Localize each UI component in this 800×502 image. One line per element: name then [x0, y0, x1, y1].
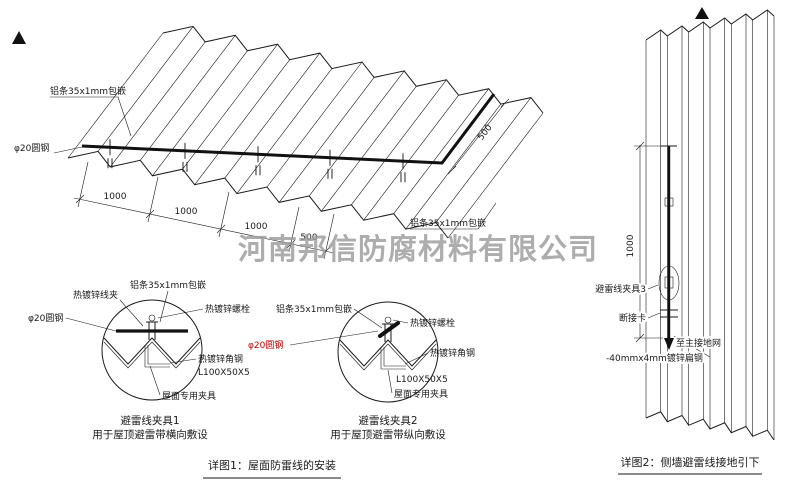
detail-1-title: 避雷线夹具1: [120, 414, 179, 427]
detail-1-circle: [101, 299, 203, 401]
detail-2-subtitle: 用于屋顶避雷带纵向敷设: [330, 428, 446, 441]
detail-2-title: 避雷线夹具2: [358, 414, 417, 427]
dim-1000-a: 1000: [104, 192, 127, 202]
label-angle-steel: 热镀锌角钢: [430, 347, 475, 359]
detail-1-subtitle: 用于屋顶避雷带横向敷设: [92, 428, 208, 441]
roof-isometric-view: 1000 1000 1000 500 500 铝条35x1mm包嵌 φ20圆钢 …: [14, 25, 544, 260]
wall-leader-lines: [647, 284, 711, 358]
label-round-steel: φ20圆钢: [28, 312, 63, 324]
section-marker-top-left: [12, 31, 26, 44]
section-marker-top-right: [695, 7, 709, 19]
wire-clamp-marks: [107, 139, 406, 183]
label-bolt: 热镀锌螺栓: [205, 303, 250, 315]
detail-1-sheet-profile-inner: [103, 341, 201, 369]
detail-2-sheet-profile: [339, 339, 437, 367]
label-alu-strip: 铝条35x1mm包嵌: [130, 279, 206, 291]
captions: 详图1：屋面防雷线的安装 详图2：侧墙避雷线接地引下: [203, 455, 762, 479]
dim-500-right: 500: [476, 123, 495, 143]
dim-1000-c: 1000: [245, 222, 268, 232]
detail-2-angle-steel: [380, 347, 406, 370]
wall-detail-view: 1000 避雷线夹具3 断接卡 至主接地网 -40mmx4mm镀锌扁钢: [593, 9, 775, 441]
disconnect-card-symbol: [660, 309, 678, 318]
dim-500-a: 500: [300, 233, 317, 243]
down-arrow: [664, 338, 674, 350]
label-alu-strip: 铝条35x1mm包嵌: [276, 303, 352, 315]
label-disconnect-card: 断接卡: [619, 312, 646, 324]
wall-dimension-lines: [634, 141, 663, 343]
label-roof-clamp: 屋面专用夹具: [162, 390, 216, 402]
label-round-steel: φ20圆钢: [248, 339, 283, 351]
detail-1-sheet-profile: [103, 337, 201, 365]
roof-back-edge: [162, 25, 544, 114]
label-alu-strip-top: 铝条35x1mm包嵌: [50, 85, 126, 97]
caption-detail-2: 详图2：侧墙避雷线接地引下: [621, 455, 760, 469]
label-wire-clamp: 热镀锌线夹: [73, 289, 118, 301]
roof-leader-lines: [50, 96, 497, 230]
caption-detail-1: 详图1：屋面防雷线的安装: [208, 458, 336, 472]
roof-right-dimension: [447, 98, 510, 175]
label-wall-clamp-3: 避雷线夹具3: [595, 283, 646, 295]
label-roof-clamp: 屋面专用夹具: [394, 388, 448, 400]
label-to-ground-grid: 至主接地网: [676, 337, 721, 349]
detail-2-sheet-profile-inner: [339, 343, 437, 371]
wall-clamp-lower: [664, 276, 674, 289]
detail-2-leaders: [289, 308, 429, 394]
dim-1000-b: 1000: [175, 207, 198, 217]
label-angle-steel: 热镀锌角钢: [198, 353, 243, 365]
detail-1-leaders: [65, 290, 204, 396]
wall-clamp-balloon: [658, 265, 680, 301]
detail-1-angle-steel: [144, 345, 170, 368]
detail-circle-2: 铝条35x1mm包嵌 热镀锌螺栓 φ20圆钢 热镀锌角钢 L100X50X5 屋…: [248, 301, 475, 441]
label-angle-spec: L100X50X5: [198, 368, 250, 378]
label-angle-spec: L100X50X5: [396, 375, 448, 385]
label-alu-strip-right: 铝条35x1mm包嵌: [410, 217, 486, 229]
wall-corrugation-ridges: [645, 10, 775, 440]
lightning-conductor-wire: [81, 93, 496, 165]
company-watermark: 河南邦信防腐材料有限公司: [238, 232, 598, 266]
wall-dim-1000: 1000: [626, 234, 636, 257]
wall-clamp-upper: [664, 197, 674, 207]
label-bolt: 热镀锌螺栓: [410, 317, 455, 329]
roof-corrugation-ridges: [67, 26, 544, 239]
detail-2-wire: [378, 321, 400, 338]
roof-dimension-lines: [73, 161, 335, 260]
label-round-steel: φ20圆钢: [14, 142, 49, 154]
detail-2-circle: [337, 301, 439, 403]
label-flat-steel: -40mmx4mm镀锌扁钢: [606, 352, 703, 364]
detail-circle-1: 热镀锌线夹 铝条35x1mm包嵌 热镀锌螺栓 φ20圆钢 热镀锌角钢 L100X…: [28, 279, 250, 441]
detail-2-bolt-head: [384, 316, 392, 324]
detail-1-bolt-head: [148, 314, 156, 322]
